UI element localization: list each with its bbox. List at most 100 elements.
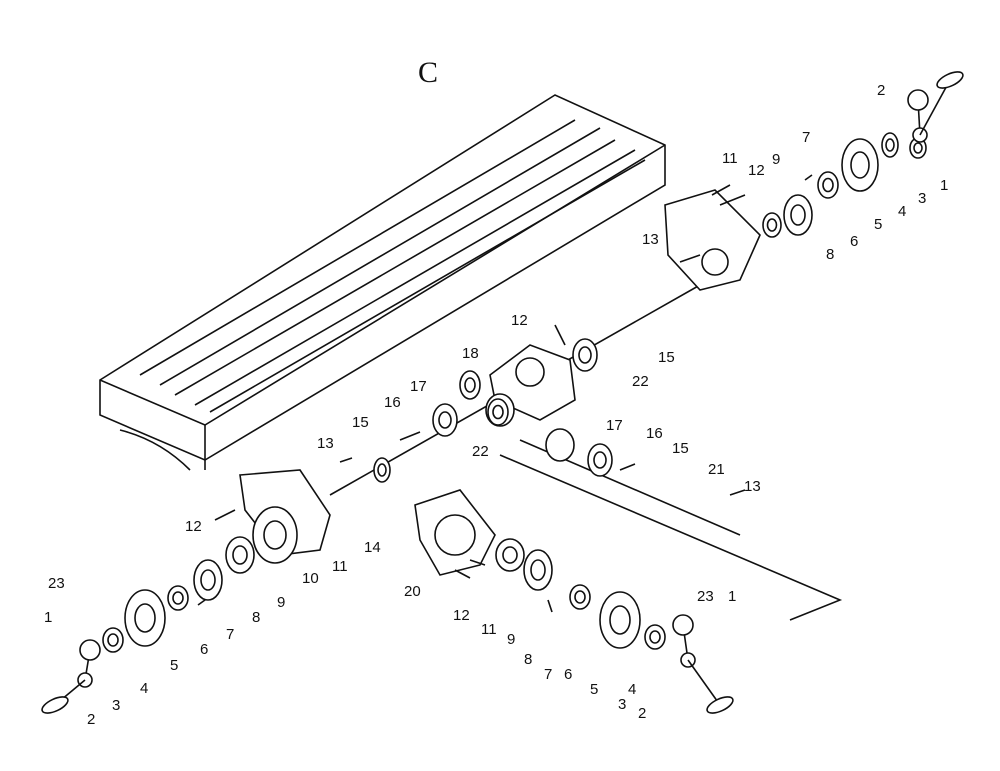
part-callout-lower-right: 4 (628, 681, 636, 698)
part-callout-lower-left: 6 (200, 641, 208, 658)
screw-3 (554, 324, 566, 346)
screw-2 (679, 254, 701, 263)
part-callout-top-right: 5 (874, 216, 882, 233)
sleeve-16 (373, 457, 391, 483)
part-callout-top-right: 12 (748, 162, 765, 179)
sleeve-17-bore (464, 377, 476, 393)
bearing-bore (766, 218, 778, 232)
handwheel-dial-left-bore (134, 603, 156, 633)
screw-4 (399, 431, 421, 441)
bearing-left-bore (232, 545, 248, 565)
collar-right (523, 549, 553, 591)
part-callout-lower-left: 12 (185, 518, 202, 535)
nut-bore (885, 138, 895, 152)
sleeve-16-bore (377, 463, 387, 477)
screw-7 (729, 489, 746, 496)
nut (881, 132, 899, 158)
collar-right-bore (530, 559, 546, 581)
bearing-housing-bore (263, 520, 287, 550)
bearing-sleeve (817, 171, 839, 199)
screw-13 (804, 174, 813, 181)
collar-left-bore (200, 569, 216, 591)
nut-flange-bore (578, 346, 592, 364)
collar (783, 194, 813, 236)
screw-8 (214, 509, 236, 521)
part-callout-center: 15 (672, 440, 689, 457)
part-callout-top-right: 3 (918, 190, 926, 207)
nut-left-bore (107, 633, 119, 647)
part-callout-center: 22 (472, 443, 489, 460)
part-callout-lower-right: 2 (638, 705, 646, 722)
thrust-ring (432, 403, 458, 437)
handwheel-dial (841, 138, 879, 192)
part-callout-lower-left: 2 (87, 711, 95, 728)
worktable (99, 94, 666, 471)
bearing-left (225, 536, 255, 574)
thrust-ring-3-bore (593, 451, 607, 469)
part-callout-lower-right: 6 (564, 666, 572, 683)
sleeve-left-bore (172, 591, 184, 605)
part-callout-lower-right: 9 (507, 631, 515, 648)
handwheel-dial-left (124, 589, 166, 647)
part-callout-lower-left: 23 (48, 575, 65, 592)
part-callout-center: 14 (364, 539, 381, 556)
part-callout-center: 12 (511, 312, 528, 329)
bearing-sleeve-bore (822, 177, 834, 193)
part-callout-top-right: 11 (722, 150, 738, 167)
diagram-title: C (418, 56, 438, 89)
handwheel-dial-bore (850, 151, 870, 179)
part-callout-lower-left: 10 (302, 570, 319, 587)
nut-right-bore (649, 630, 661, 644)
part-callout-lower-right: 23 (697, 588, 714, 605)
screw-5 (339, 457, 353, 463)
part-callout-lower-right: 5 (590, 681, 598, 698)
handwheel-dial-right (599, 591, 641, 649)
collar-left (193, 559, 223, 601)
part-callout-lower-left: 1 (44, 609, 52, 626)
part-callout-lower-right: 11 (481, 621, 497, 638)
part-callout-lower-right: 12 (453, 607, 470, 624)
part-callout-center: 17 (606, 417, 623, 434)
bearing (762, 212, 782, 238)
part-callout-center: 13 (317, 435, 334, 452)
part-callout-center: 16 (384, 394, 401, 411)
part-callout-lower-left: 5 (170, 657, 178, 674)
nut-left (102, 627, 124, 653)
sleeve-right-bore (574, 590, 586, 604)
part-callout-lower-right: 3 (618, 696, 626, 713)
thrust-ring-2 (487, 398, 509, 426)
screw-9 (454, 569, 471, 579)
part-callout-lower-left: 3 (112, 697, 120, 714)
part-callout-lower-right: 8 (524, 651, 532, 668)
parts-group (41, 71, 964, 714)
bracket-right-top (664, 189, 761, 291)
nut-flange (572, 338, 598, 372)
screw-6 (619, 463, 636, 471)
bearing-right (495, 538, 525, 572)
part-callout-top-right: 4 (898, 203, 906, 220)
thrust-ring-bore (438, 411, 452, 429)
screw-0 (711, 184, 731, 196)
nut-right (644, 624, 666, 650)
part-callout-lower-left: 4 (140, 680, 148, 697)
part-callout-top-right: 6 (850, 233, 858, 250)
collar-bore (790, 204, 806, 226)
part-callout-lower-right: 1 (728, 588, 736, 605)
part-callout-lower-right: 7 (544, 666, 552, 683)
part-callout-center: 15 (352, 414, 369, 431)
lock-nut-bore (913, 142, 923, 154)
part-callout-center: 15 (658, 349, 675, 366)
part-callout-center: 21 (708, 461, 725, 478)
part-callout-top-right: 8 (826, 246, 834, 263)
screw-11 (547, 599, 553, 613)
part-callout-center: 16 (646, 425, 663, 442)
thrust-ring-2-bore (492, 404, 504, 420)
sleeve-17 (459, 370, 481, 400)
handwheel-dial-right-bore (609, 605, 631, 635)
part-callout-lower-left: 9 (277, 594, 285, 611)
part-callout-top-right: 13 (642, 231, 659, 248)
part-callout-lower-left: 11 (332, 558, 348, 575)
